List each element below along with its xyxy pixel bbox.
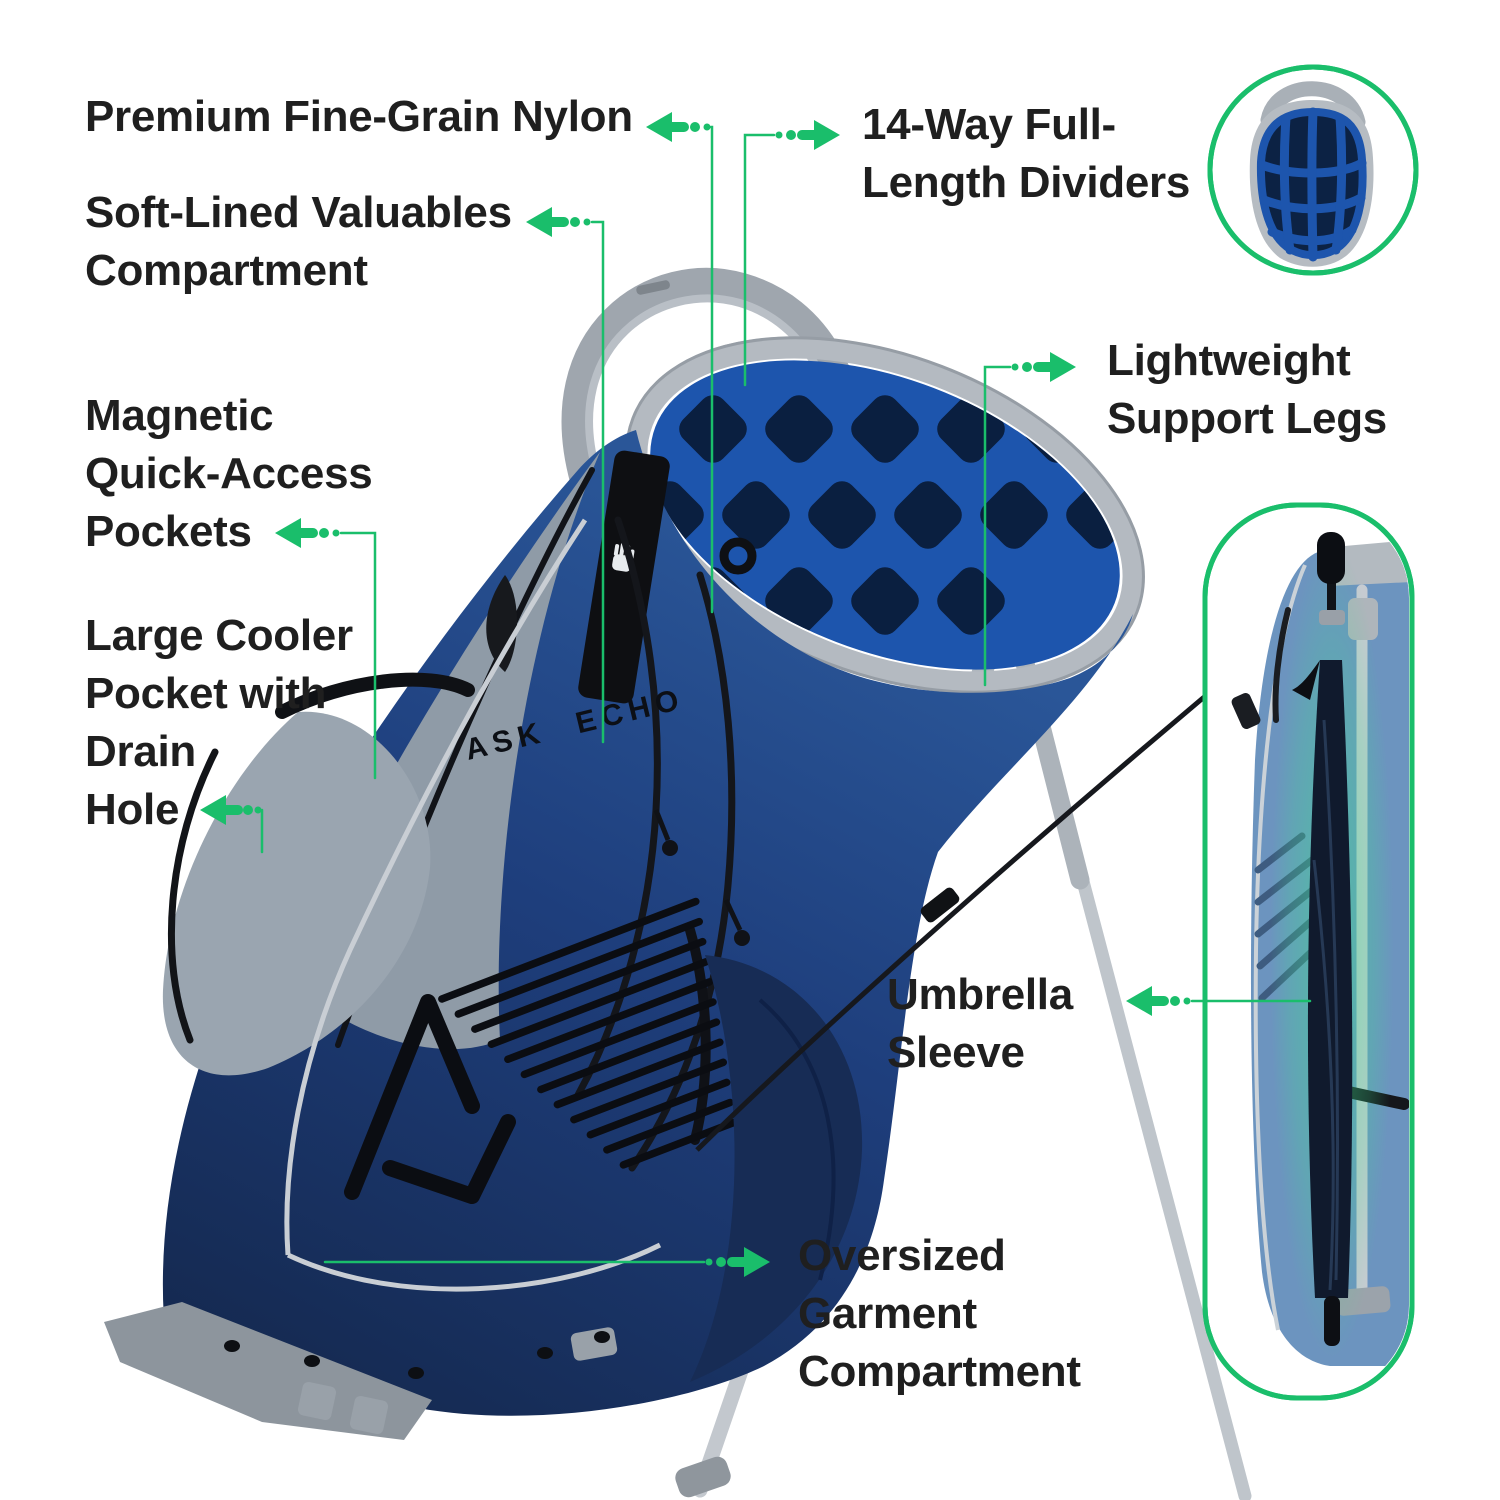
label-line: Hole [85,785,180,834]
label-garment-compartment: Oversized Garment Compartment [798,1227,1081,1401]
cooler-zipper [167,748,219,1044]
label-cooler-pocket: Large Cooler Pocket with Drain Hole [85,607,353,839]
callout-valuables [526,207,605,744]
brand-emblem [344,994,516,1204]
umbrella-fold-1 [1322,719,1339,1281]
callout-lines [200,112,1312,1277]
label-magnetic-pockets: Magnetic Quick-Access Pockets [85,387,373,561]
umbrella-fold-2 [1312,859,1335,1291]
umbrella-ferrule [1324,1296,1340,1346]
label-line: Drain [85,727,196,776]
zipper-pull-cord-1 [653,809,671,841]
umbrella-band [1319,610,1345,625]
callout-dividers [743,120,840,387]
inset-strap-detail [1231,693,1261,729]
label-line: Magnetic [85,391,274,440]
cooler-pocket [162,711,431,1076]
handle-grip-slot [636,280,670,295]
label-line: Pocket with [85,669,327,718]
zipper-pull-1 [662,840,678,856]
umbrella-tie [1292,660,1320,700]
piping-left [284,518,588,1256]
label-line: Lightweight [1107,336,1351,385]
front-zipper-2 [628,571,736,1172]
label-line: Compartment [798,1347,1081,1396]
carabiner-clip [719,537,757,575]
callout-magnetic [275,518,377,780]
inset-zipper [1272,607,1291,723]
umbrella-canopy [1307,660,1353,1298]
front-leg-foot [675,1456,731,1498]
garment-seam [758,998,836,1281]
label-line: Quick-Access [85,449,373,498]
umbrella-handle [1317,532,1345,584]
label-line: Umbrella [887,970,1073,1019]
label-umbrella-sleeve: Umbrella Sleeve [887,966,1073,1082]
callout-cooler [200,795,264,854]
top-rim-edge [625,336,1145,694]
label-valuables-compartment: Soft-Lined Valuables Compartment [85,184,512,300]
cooler-top-strap [275,672,475,719]
label-line: Sleeve [887,1028,1025,1077]
inset-top-handle [1260,81,1366,130]
label-premium-nylon: Premium Fine-Grain Nylon [85,88,633,146]
label-line: Large Cooler [85,611,353,660]
callout-premium [646,112,714,614]
leg-tension-cord [695,650,1260,1152]
divider-top-inset [1207,64,1419,276]
label-line: Garment [798,1289,977,1338]
garment-compartment [690,955,863,1382]
label-line: Soft-Lined Valuables [85,188,512,237]
logo-stripes [438,897,738,1169]
callout-umbrella [1126,986,1312,1016]
label-line: Premium Fine-Grain Nylon [85,92,633,141]
label-line: Support Legs [1107,394,1387,443]
label-line: Length Dividers [862,158,1190,207]
inset-divider-webbing [1257,107,1367,262]
label-line: 14-Way Full- [862,100,1116,149]
top-rim [625,336,1145,694]
callout-legs [983,352,1076,687]
label-line: Pockets [85,507,252,556]
label-14-way-dividers: 14-Way Full- Length Dividers [862,96,1190,212]
bag-base [104,1302,618,1440]
callout-garment [323,1247,770,1277]
umbrella-inset [1202,502,1415,1401]
label-support-legs: Lightweight Support Legs [1107,332,1387,448]
zipper-pull-cord-2 [723,898,743,932]
label-line: Oversized [798,1231,1006,1280]
zipper-pull-2 [734,930,750,946]
label-line: Compartment [85,246,368,295]
cord-clamp [920,887,960,923]
umbrella [1292,532,1353,1346]
